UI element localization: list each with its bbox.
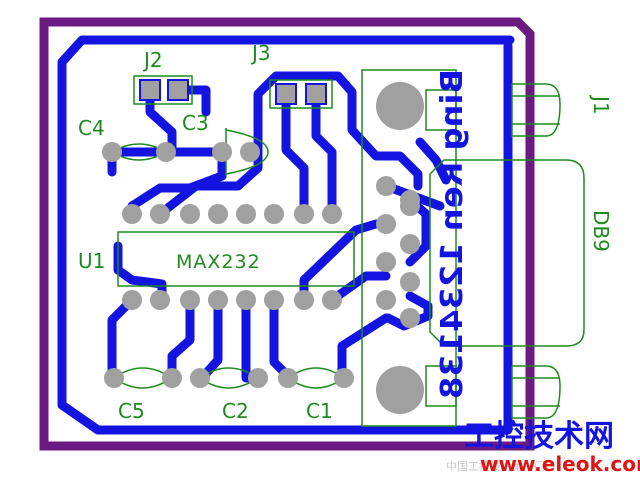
label-j3: J3 — [250, 41, 271, 65]
pads — [102, 82, 424, 414]
trace-db9-inner-b — [383, 291, 433, 331]
u1-pin-bottom-6 — [264, 290, 284, 310]
label-j1: J1 — [589, 94, 613, 115]
u1-pin-bottom-7 — [294, 290, 314, 310]
u1-pin-bottom-4 — [208, 290, 228, 310]
j2-pad-1 — [139, 79, 161, 101]
j2-pad-2 — [167, 79, 189, 101]
c3-outline — [225, 129, 269, 175]
label-c3: C3 — [182, 111, 209, 135]
u1-pin-bottom-1 — [122, 290, 142, 310]
db9-pin-a2 — [376, 214, 396, 234]
label-j2: J2 — [142, 48, 163, 72]
db9-pin-a1 — [376, 176, 396, 196]
db9-pin-b2 — [400, 234, 420, 254]
trace-db9-c1 — [337, 313, 391, 383]
db9-pin-a3 — [376, 252, 396, 272]
trace-pin-c2b — [241, 295, 261, 383]
j3-pad-1 — [275, 83, 297, 105]
lug-bottom — [425, 365, 457, 407]
lug-top — [425, 89, 457, 131]
j3-outline — [269, 79, 333, 109]
reference-labels: J2 J3 C4 C3 U1 MAX232 C5 C2 C1 J1 DB9 — [78, 41, 613, 423]
db9-outer — [361, 69, 457, 427]
watermark-url: www.eleok.com — [480, 452, 640, 476]
j3-pad-2 — [305, 83, 327, 105]
c1-pad-2 — [334, 368, 354, 388]
trace-pin-c5 — [107, 295, 137, 383]
j1-shield-bottom — [511, 365, 561, 419]
c5-pad-1 — [104, 368, 124, 388]
mount-hole-top — [376, 82, 424, 130]
trace-chip-loop — [155, 71, 423, 219]
u1-pin-top-8 — [322, 204, 342, 224]
trace-pin-c1a — [269, 295, 295, 383]
mount-hole-bottom — [376, 366, 424, 414]
u1-pin-bottom-3 — [180, 290, 200, 310]
c4-pad-2 — [156, 142, 176, 162]
trace-lug-db9 — [415, 137, 451, 185]
c2-pad-2 — [248, 368, 268, 388]
label-u1: U1 — [78, 249, 105, 273]
j1-shield-top — [511, 83, 561, 137]
c3-pad-1 — [212, 142, 232, 162]
u1-pin-bottom-8 — [322, 290, 342, 310]
silkscreen — [110, 69, 585, 427]
label-c2: C2 — [222, 399, 249, 423]
trace-j3-pin1 — [281, 89, 309, 219]
trace-pin-c5b — [167, 295, 195, 383]
u1-pin-bottom-5 — [236, 290, 256, 310]
u1-pin-top-7 — [294, 204, 314, 224]
label-c5: C5 — [118, 399, 145, 423]
u1-body — [117, 231, 355, 287]
label-c1: C1 — [306, 399, 333, 423]
db9-pin-top — [400, 190, 420, 210]
c4-pad-1 — [102, 142, 122, 162]
u1-pin-top-4 — [208, 204, 228, 224]
c2-pad-1 — [190, 368, 210, 388]
c3-pad-2 — [240, 142, 260, 162]
trace-chip-db9-b — [327, 271, 391, 305]
u1-pin-top-2 — [150, 204, 170, 224]
db9-pin-a4 — [376, 290, 396, 310]
u1-pin-bottom-2 — [150, 290, 170, 310]
trace-pin-c2a — [197, 295, 223, 383]
mirrored-copper-text: Bing Ren 1234138 — [435, 69, 470, 399]
label-c4: C4 — [78, 116, 105, 140]
watermark: 工控技术网 中国工控技术第一门户 www.eleok.com — [442, 419, 640, 476]
j2-outline — [133, 75, 193, 105]
c5-pad-2 — [162, 368, 182, 388]
db9-pin-b3 — [400, 272, 420, 292]
u1-pin-top-6 — [264, 204, 284, 224]
label-db9: DB9 — [589, 210, 613, 252]
c1-pad-1 — [278, 368, 298, 388]
trace-j3-pin2 — [311, 89, 337, 219]
db9-pin-b4 — [400, 308, 420, 328]
u1-pin-top-5 — [236, 204, 256, 224]
watermark-url-bg — [442, 452, 638, 476]
watermark-brand: 工控技术网 — [464, 419, 614, 454]
u1-pin-top-1 — [122, 204, 142, 224]
header-pads — [139, 79, 327, 105]
board-outline — [39, 17, 535, 451]
label-chip: MAX232 — [176, 251, 261, 273]
u1-pin-top-3 — [180, 204, 200, 224]
trace-ground-loop — [57, 35, 515, 435]
db9-shell — [429, 159, 585, 347]
watermark-caption: 中国工控技术第一门户 — [446, 459, 556, 473]
